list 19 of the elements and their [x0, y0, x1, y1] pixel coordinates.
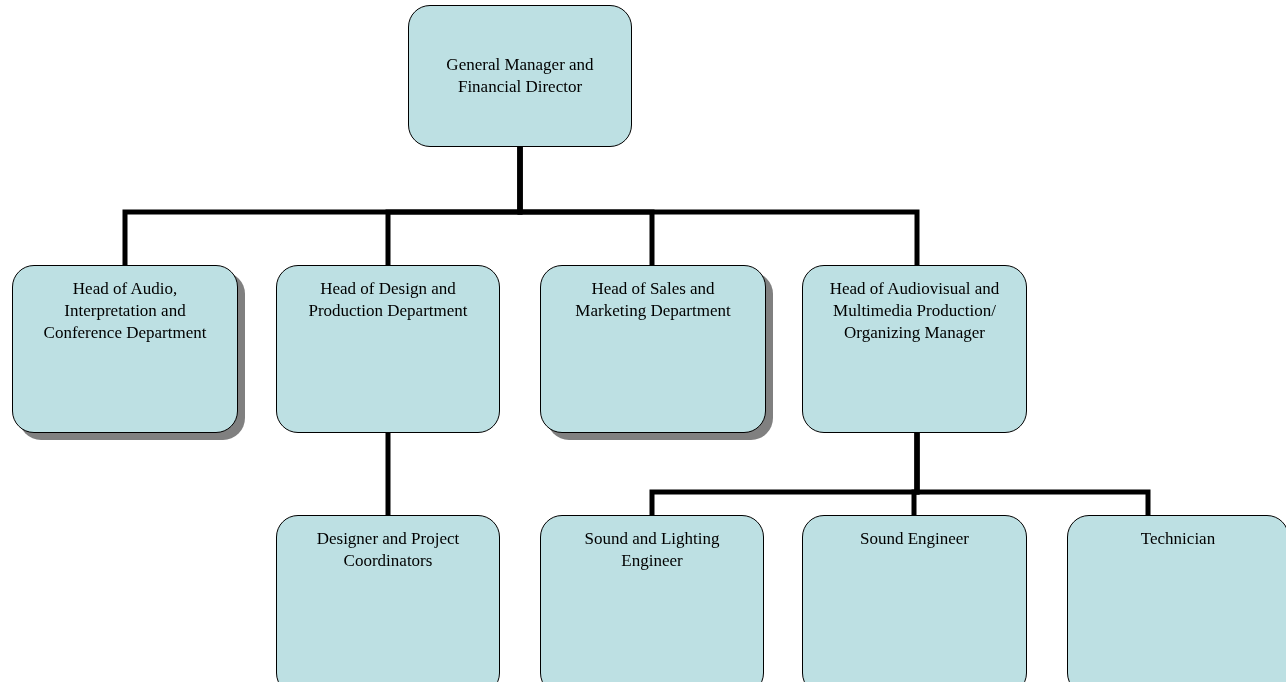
- role-title: Sound and Lighting Engineer: [583, 528, 721, 572]
- role-title: Head of Audiovisual and Multimedia Production/ Organizing Manager: [828, 278, 1001, 344]
- org-box: [540, 515, 764, 682]
- org-box: [802, 515, 1027, 682]
- org-box: [276, 515, 500, 682]
- connector-line: [517, 147, 920, 265]
- role-title: Head of Sales and Marketing Department: [574, 278, 732, 322]
- org-box: [1067, 515, 1286, 682]
- role-title: Designer and Project Coordinators: [315, 528, 461, 572]
- role-title: Head of Audio, Interpretation and Conference Department: [42, 278, 208, 344]
- role-title: General Manager and Financial Director: [445, 54, 595, 98]
- org-box: [802, 265, 1027, 433]
- connector-line: [914, 433, 1151, 515]
- role-title: Sound Engineer: [859, 528, 970, 550]
- org-box: [276, 265, 500, 433]
- org-box: [408, 5, 632, 147]
- role-title: Technician: [1140, 528, 1216, 550]
- role-title: Head of Design and Production Department: [307, 278, 469, 322]
- connector-line: [385, 433, 391, 515]
